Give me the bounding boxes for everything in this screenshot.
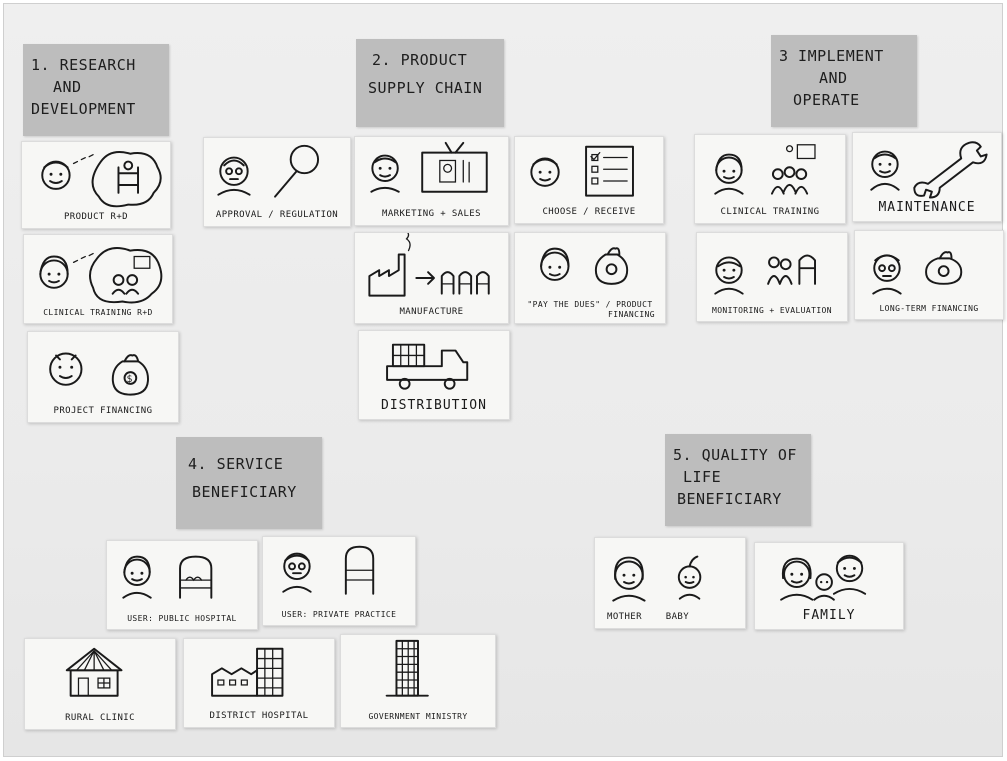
header-line: BENEFICIARY [192, 483, 297, 501]
person-money-bag-icon [540, 247, 629, 285]
note-manufacture: MANUFACTURE [354, 232, 509, 324]
mother-baby-icon [612, 555, 702, 602]
note-clinical-training: CLINICAL TRAINING [694, 134, 846, 224]
person-thinking-training-icon [39, 247, 163, 304]
header-line: DEVELOPMENT [31, 100, 136, 118]
user-walker-icon [282, 545, 375, 595]
note-project-financing: $ PROJECT FINANCING [27, 331, 179, 423]
note-government-ministry: GOVERNMENT MINISTRY [340, 634, 496, 728]
note-caption: USER: PUBLIC HOSPITAL [127, 614, 237, 623]
person-money-bag-icon: $ [49, 352, 149, 396]
note-caption: CLINICAL TRAINING [720, 207, 820, 217]
note-distribution: DISTRIBUTION [358, 330, 510, 420]
note-user-private-practice: USER: PRIVATE PRACTICE [262, 536, 416, 626]
government-building-icon [385, 639, 429, 697]
header-product-supply-chain: 2. PRODUCT SUPPLY CHAIN [356, 39, 504, 127]
note-caption: RURAL CLINIC [65, 713, 135, 723]
header-line: 2. PRODUCT [372, 51, 468, 69]
header-quality-of-life-beneficiary: 5. QUALITY OF LIFE BENEFICIARY [665, 434, 811, 526]
header-line: 1. RESEARCH [31, 56, 136, 74]
caption-line: FINANCING [608, 310, 655, 319]
user-walker-icon [122, 555, 213, 599]
person-tv-icon [370, 141, 488, 193]
note-caption: MAINTENANCE [878, 200, 976, 215]
note-approval-regulation: APPROVAL / REGULATION [203, 137, 351, 227]
note-rural-clinic: RURAL CLINIC [24, 638, 176, 730]
note-product-rd: PRODUCT R+D [21, 141, 171, 229]
header-line: 5. QUALITY OF [673, 446, 797, 464]
factory-to-products-icon [368, 233, 490, 297]
header-line: AND [53, 78, 82, 96]
note-caption: PROJECT FINANCING [53, 406, 153, 416]
note-caption: "PAY THE DUES" / PRODUCT [519, 300, 661, 309]
header-line: BENEFICIARY [677, 490, 782, 508]
header-line: 4. SERVICE [188, 455, 284, 473]
dollar-sign: $ [126, 374, 132, 385]
rural-hut-icon [65, 647, 123, 697]
note-caption: LONG-TERM FINANCING [879, 304, 979, 313]
header-research-development: 1. RESEARCH AND DEVELOPMENT [23, 44, 169, 136]
header-line: AND [819, 69, 848, 87]
person-money-bag-icon [872, 251, 963, 295]
header-line: LIFE [683, 468, 722, 486]
note-pay-the-dues-product-financing: "PAY THE DUES" / PRODUCT FINANCING [514, 232, 666, 324]
note-caption: FAMILY [802, 608, 856, 623]
note-monitoring-evaluation: MONITORING + EVALUATION [696, 232, 848, 322]
person-thinking-product-icon [41, 151, 162, 208]
note-caption: MANUFACTURE [399, 307, 464, 317]
note-caption: APPROVAL / REGULATION [215, 210, 339, 220]
family-icon [780, 554, 867, 601]
note-district-hospital: DISTRICT HOSPITAL [183, 638, 335, 728]
note-marketing-sales: MARKETING + SALES [354, 136, 509, 226]
header-line: 3 IMPLEMENT [779, 47, 884, 65]
delivery-truck-icon [386, 343, 469, 390]
header-implement-operate: 3 IMPLEMENT AND OPERATE [771, 35, 917, 127]
caption-baby: BABY [665, 612, 690, 622]
note-caption: FINANCING [519, 310, 661, 319]
header-line: OPERATE [793, 91, 860, 109]
note-caption: DISTRIBUTION [381, 398, 487, 413]
note-choose-receive: CHOOSE / RECEIVE [514, 136, 664, 224]
header-service-beneficiary: 4. SERVICE BENEFICIARY [176, 437, 322, 529]
note-mother-baby: MOTHER BABY [594, 537, 746, 629]
note-family: FAMILY [754, 542, 904, 630]
note-caption: MONITORING + EVALUATION [712, 306, 832, 315]
trainer-group-icon [714, 144, 816, 195]
caption-line: "PAY THE DUES" / PRODUCT [527, 300, 653, 309]
note-caption: USER: PRIVATE PRACTICE [281, 610, 397, 619]
note-caption: CHOOSE / RECEIVE [542, 207, 636, 217]
note-clinical-training-rd: CLINICAL TRAINING R+D [23, 234, 173, 324]
person-checklist-icon [530, 145, 634, 197]
note-maintenance: MAINTENANCE [852, 132, 1002, 222]
person-magnifying-glass-icon [217, 144, 320, 198]
person-wrench-icon [870, 141, 988, 199]
whiteboard-wall: 1. RESEARCH AND DEVELOPMENT 2. PRODUCT S… [3, 3, 1004, 757]
person-monitoring-icon [714, 254, 816, 295]
hospital-building-icon [211, 647, 284, 697]
note-caption: DISTRICT HOSPITAL [209, 711, 309, 721]
header-line: SUPPLY CHAIN [368, 79, 483, 97]
note-caption: MOTHER BABY [599, 612, 741, 622]
note-caption: CLINICAL TRAINING R+D [43, 308, 153, 317]
note-user-public-hospital: USER: PUBLIC HOSPITAL [106, 540, 258, 630]
caption-mother: MOTHER [607, 612, 642, 622]
note-caption: GOVERNMENT MINISTRY [368, 712, 468, 721]
note-caption: MARKETING + SALES [382, 209, 481, 219]
note-long-term-financing: LONG-TERM FINANCING [854, 230, 1004, 320]
note-caption: PRODUCT R+D [63, 212, 128, 222]
